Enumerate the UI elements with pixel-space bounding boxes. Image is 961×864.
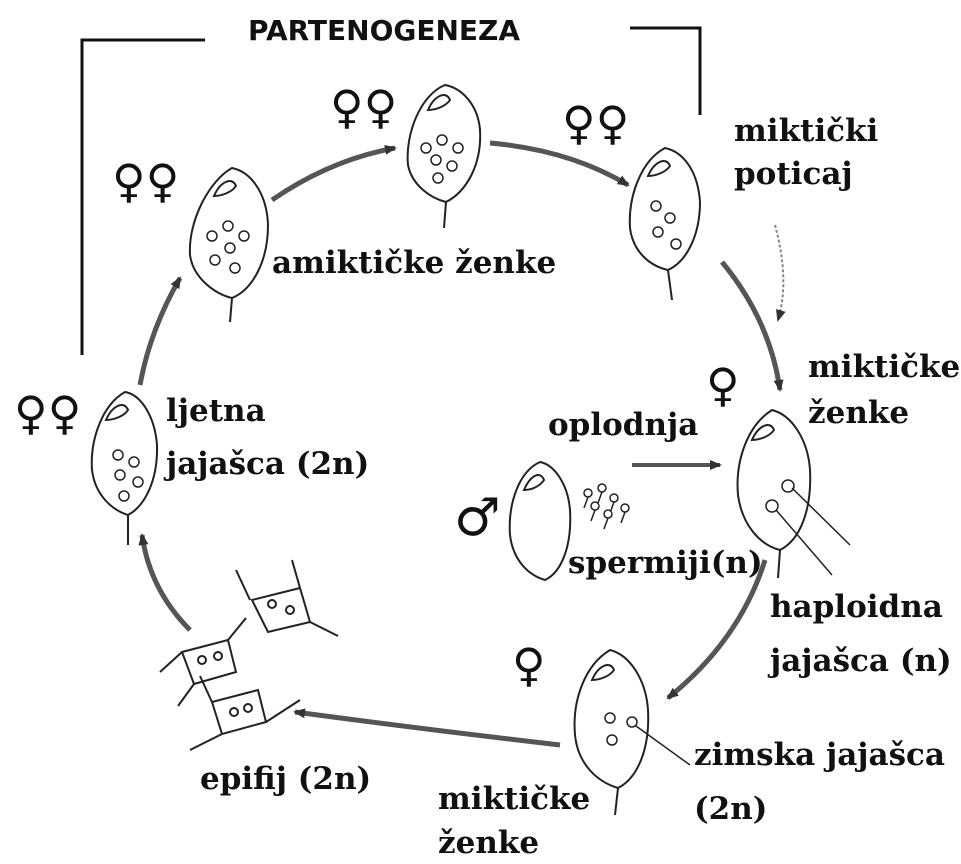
- cycle-arrow-to-amictic-females: [137, 276, 183, 386]
- female-pair-symbol-summer: ♀♀: [14, 386, 82, 440]
- sperm-cells: [583, 483, 630, 530]
- female-pair-symbol-top-right: ♀♀: [562, 96, 630, 150]
- diagram-title: PARTENOGENEZA: [248, 14, 521, 47]
- cycle-arrow-amictic-to-top: [270, 144, 397, 203]
- daphnia-summer-eggs: [90, 390, 159, 545]
- daphnia-amictic-top: [406, 83, 482, 229]
- mictic-females-bottom-label-line2: ženke: [438, 825, 540, 861]
- female-pair-symbol-left: ♀♀: [112, 154, 180, 208]
- female-pair-symbol-top: ♀♀: [330, 80, 398, 134]
- summer-eggs-label-line2: jajašca (2n): [166, 446, 370, 482]
- daphnia-mictic-bottom: [573, 648, 691, 816]
- daphnia-male: [508, 460, 572, 582]
- mictic-stimulus-label-line2: poticaj: [734, 156, 853, 192]
- haploid-eggs-label-line1: haploidna: [770, 589, 943, 625]
- cycle-arrow-to-summer-eggs: [138, 533, 192, 632]
- daphnia-amictic-left: [188, 166, 270, 323]
- cycle-arrow-to-mictic-females: [720, 260, 784, 392]
- female-symbol-bottom: ♀: [512, 638, 546, 692]
- mictic-females-bottom-label-line1: miktičke: [438, 781, 591, 817]
- daphnia-mictic-right: [736, 408, 851, 579]
- cycle-arrow-to-ephippium: [293, 708, 561, 748]
- daphnia-stimulated: [628, 146, 702, 301]
- fertilization-label: oplodnja: [548, 407, 699, 443]
- parthenogenesis-bracket: [80, 26, 702, 355]
- sperm-label: spermiji(n): [568, 545, 763, 581]
- mictic-stimulus-label-line1: miktički: [734, 113, 879, 149]
- winter-eggs-label-line1: zimska jajašca: [694, 737, 946, 773]
- amictic-females-label: amiktičke ženke: [272, 245, 557, 281]
- winter-eggs-label-line2: (2n): [694, 791, 768, 827]
- summer-eggs-label-line1: ljetna: [166, 393, 266, 429]
- ephippia: [159, 559, 339, 751]
- ephippium-label: epifij (2n): [200, 761, 372, 797]
- cycle-arrow-top-to-mictic-stimulus: [489, 140, 630, 188]
- mictic-females-right-label-line2: ženke: [808, 395, 910, 431]
- mictic-females-right-label-line1: miktičke: [808, 349, 961, 385]
- cycle-arrow-to-bottom-mictic-females: [666, 559, 768, 700]
- mictic-stimulus-arrow: [774, 224, 786, 322]
- male-symbol: ♂: [454, 488, 501, 548]
- female-symbol-right: ♀: [706, 358, 740, 412]
- haploid-eggs-label-line2: jajašca (n): [770, 643, 952, 679]
